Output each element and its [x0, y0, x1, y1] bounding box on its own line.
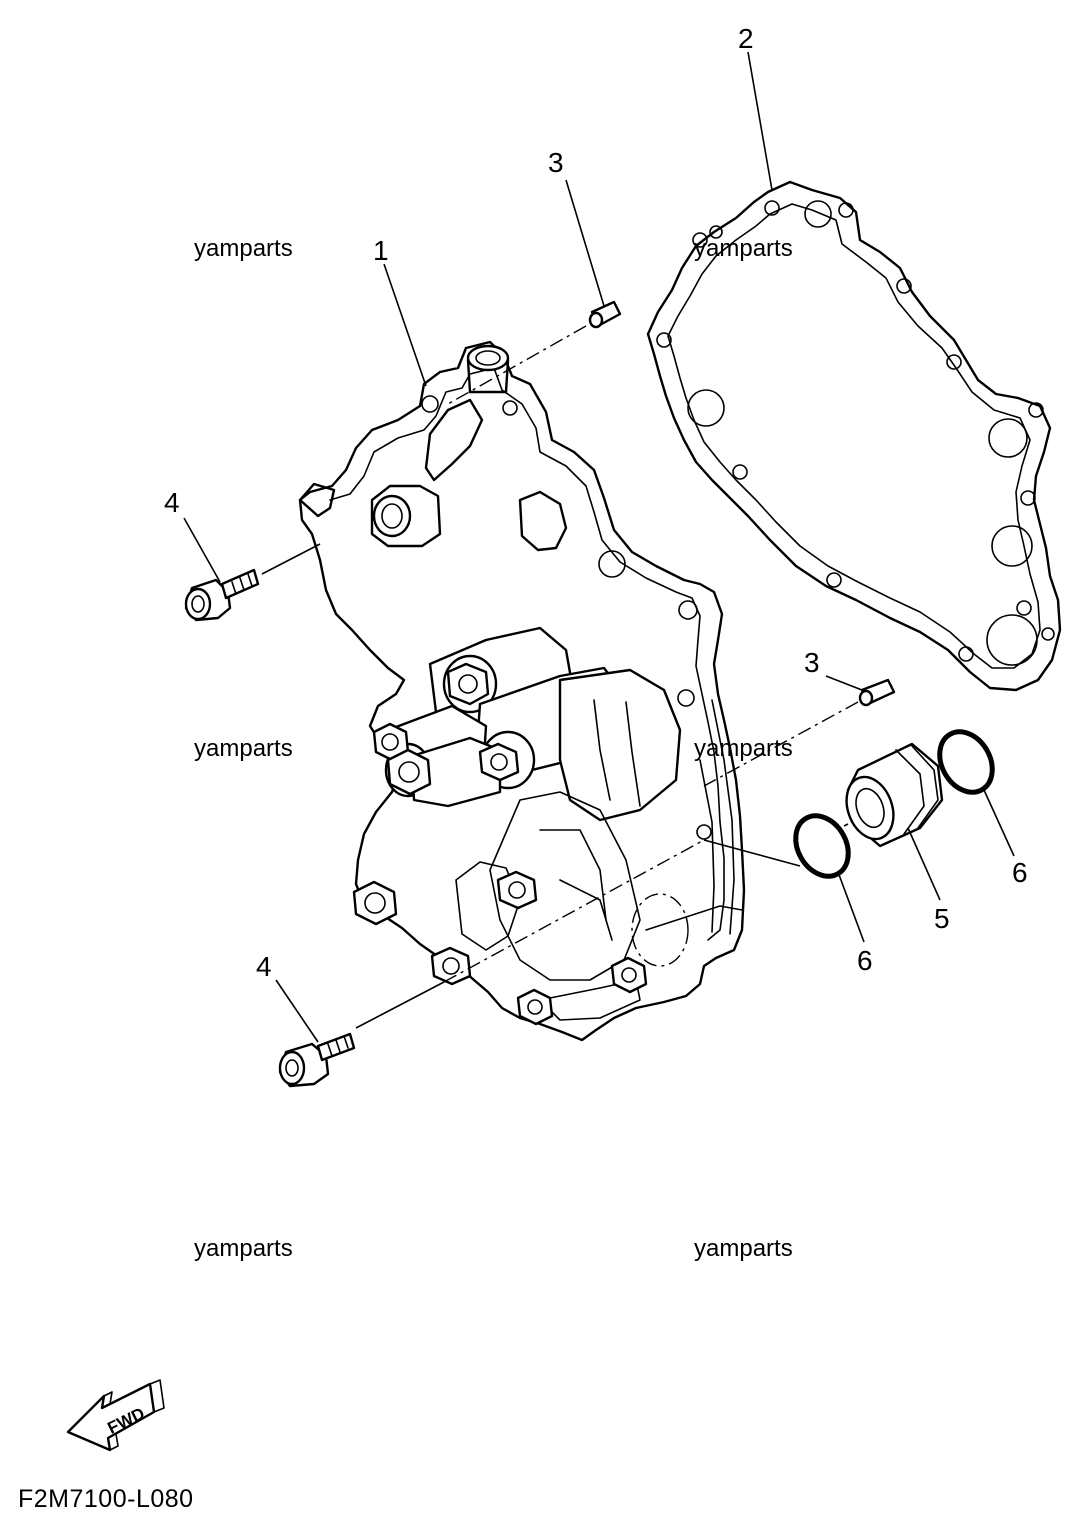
- callout-2: 2: [738, 23, 754, 54]
- forward-arrow-icon: FWD: [66, 1379, 165, 1452]
- callout-5: 5: [934, 903, 950, 934]
- watermark: yamparts: [194, 1235, 293, 1262]
- cover-bolt: [352, 880, 398, 926]
- callout-3-upper: 3: [548, 147, 564, 178]
- watermark: yamparts: [694, 1235, 793, 1262]
- cover-bolt: [386, 748, 432, 796]
- cover-bolt: [430, 946, 472, 986]
- callout-6-right: 6: [1012, 857, 1028, 888]
- callout-4-upper: 4: [164, 487, 180, 518]
- o-ring-left: [793, 813, 851, 879]
- callout-3-lower: 3: [804, 647, 820, 678]
- watermark: yamparts: [694, 235, 793, 262]
- dowel-pin-lower: [858, 678, 896, 707]
- cover-bolt: [372, 722, 410, 762]
- cover-bolt: [478, 742, 520, 782]
- socket-bolt-lower: [278, 1032, 356, 1088]
- watermark: yamparts: [694, 735, 793, 762]
- assembly-axis-lines: [261, 325, 859, 1029]
- watermark: yamparts: [194, 735, 293, 762]
- cover-bolt: [446, 662, 490, 706]
- cover-bolt: [496, 870, 538, 910]
- callout-6-left: 6: [857, 945, 873, 976]
- cover-bolt: [516, 988, 554, 1026]
- o-ring-right: [937, 729, 995, 795]
- socket-bolt-upper: [184, 568, 260, 622]
- callout-4-lower: 4: [256, 951, 272, 982]
- cover-bolt: [610, 956, 648, 994]
- callout-leaders: [183, 51, 1015, 1043]
- callout-1: 1: [373, 235, 389, 266]
- dowel-pin-upper: [588, 300, 622, 329]
- gasket: [646, 180, 1062, 692]
- watermark: yamparts: [194, 235, 293, 262]
- transmission-cover: [298, 340, 746, 1042]
- plug-sleeve: [845, 742, 944, 848]
- diagram-code: F2M7100-L080: [18, 1485, 194, 1513]
